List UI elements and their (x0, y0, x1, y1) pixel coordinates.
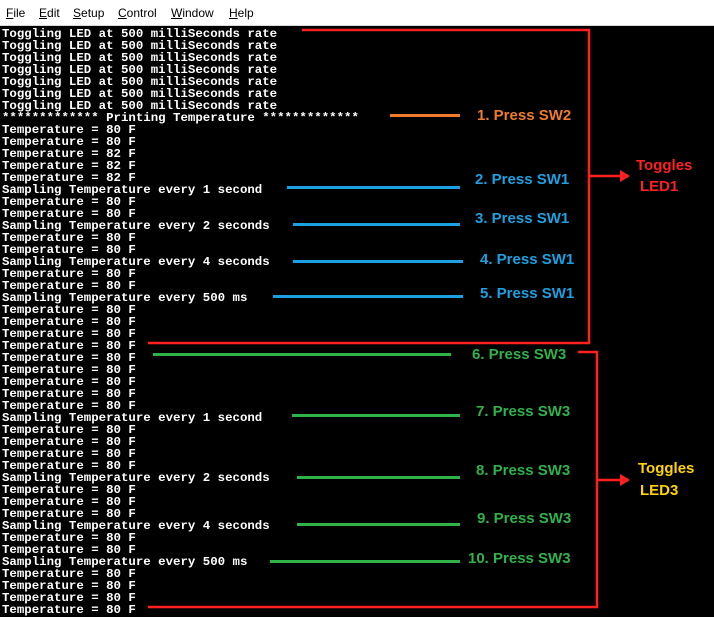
menu-setup[interactable]: Setup (73, 6, 104, 20)
terminal-line: Temperature = 82 F (2, 147, 136, 161)
terminal-line: Temperature = 80 F (2, 531, 136, 545)
terminal-line: Temperature = 80 F (2, 423, 136, 437)
menu-control-label: ontrol (126, 6, 157, 20)
terminal-line: Temperature = 80 F (2, 399, 136, 413)
terminal-line: Temperature = 80 F (2, 327, 136, 341)
terminal-line: Temperature = 80 F (2, 459, 136, 473)
menu-help-label: elp (237, 6, 254, 20)
menu-setup-label: etup (81, 6, 105, 20)
menu-bar: File Edit Setup Control Window Help (0, 0, 714, 26)
terminal-line: Temperature = 80 F (2, 567, 136, 581)
terminal-line: Temperature = 80 F (2, 579, 136, 593)
terminal-line: Temperature = 82 F (2, 159, 136, 173)
terminal-line: Temperature = 80 F (2, 495, 136, 509)
terminal-line: Temperature = 80 F (2, 351, 136, 365)
menu-window-label: indow (182, 6, 214, 20)
terminal-line: Temperature = 80 F (2, 339, 136, 353)
menu-window-accel: W (171, 6, 183, 20)
menu-file[interactable]: File (6, 6, 25, 20)
terminal-line: Temperature = 80 F (2, 591, 136, 605)
terminal-line: Temperature = 80 F (2, 135, 136, 149)
terminal-line: Temperature = 80 F (2, 243, 136, 257)
menu-window[interactable]: Window (171, 6, 214, 20)
terminal-line: Temperature = 80 F (2, 267, 136, 281)
terminal-line: Temperature = 80 F (2, 483, 136, 497)
terminal-line: Temperature = 80 F (2, 279, 136, 293)
terminal-line: Temperature = 82 F (2, 171, 136, 185)
terminal-line: Temperature = 80 F (2, 315, 136, 329)
menu-edit-label: dit (47, 6, 60, 20)
terminal-line: Temperature = 80 F (2, 363, 136, 377)
terminal-line: Temperature = 80 F (2, 603, 136, 617)
menu-help[interactable]: Help (229, 6, 254, 20)
terminal-line: Temperature = 80 F (2, 123, 136, 137)
terminal-line: Temperature = 80 F (2, 303, 136, 317)
terminal-line: Temperature = 80 F (2, 435, 136, 449)
terminal-line: Temperature = 80 F (2, 447, 136, 461)
menu-setup-accel: S (73, 6, 82, 20)
menu-edit-accel: E (39, 6, 48, 20)
terminal-line: Temperature = 80 F (2, 207, 136, 221)
terminal-line: Temperature = 80 F (2, 195, 136, 209)
terminal-line: Temperature = 80 F (2, 231, 136, 245)
menu-edit[interactable]: Edit (39, 6, 60, 20)
menu-file-accel: F (6, 6, 14, 20)
menu-control[interactable]: Control (118, 6, 157, 20)
menu-control-accel: C (118, 6, 127, 20)
terminal-line: Temperature = 80 F (2, 507, 136, 521)
menu-help-accel: H (229, 6, 238, 20)
terminal-line: Temperature = 80 F (2, 375, 136, 389)
terminal-line: Temperature = 80 F (2, 543, 136, 557)
menu-file-label: ile (13, 6, 26, 20)
terminal-line: Temperature = 80 F (2, 387, 136, 401)
